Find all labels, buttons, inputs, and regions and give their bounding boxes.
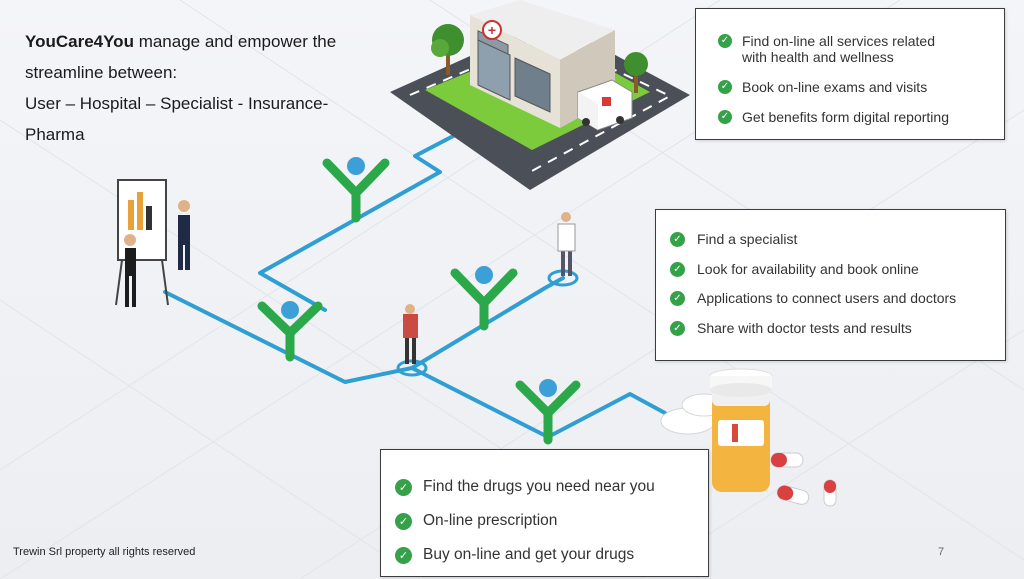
page-number: 7	[938, 546, 945, 558]
footer-copyright: Trewin Srl property all rights reserved	[13, 546, 196, 558]
figure-left	[257, 301, 323, 362]
figure-top	[322, 157, 390, 223]
intro-line-1: YouCare4You manage and empower the	[25, 26, 395, 57]
check-icon: ✓	[718, 110, 732, 124]
hospital-sign: +	[488, 22, 496, 38]
pharma-features-list: ✓ Find the drugs you need near you ✓ On-…	[381, 450, 708, 564]
intro-line-2: streamline between:	[25, 63, 178, 82]
feature-text: On-line prescription	[423, 512, 558, 529]
feature-text: Find the drugs you need near you	[423, 478, 655, 495]
ambulance-illustration	[577, 79, 633, 131]
feature-text: Find on-line all services related with h…	[742, 33, 935, 65]
intro-text: YouCare4You manage and empower the strea…	[25, 26, 395, 150]
list-item: ✓ Share with doctor tests and results	[670, 320, 995, 337]
feature-text: Get benefits form digital reporting	[742, 109, 949, 125]
check-icon: ✓	[670, 232, 685, 247]
list-item: ✓ Buy on-line and get your drugs	[395, 546, 698, 564]
tree-right	[624, 52, 648, 93]
feature-text: Buy on-line and get your drugs	[423, 546, 635, 563]
brand-name: YouCare4You	[25, 32, 134, 51]
list-item: ✓ Find the drugs you need near you	[395, 478, 698, 496]
check-icon: ✓	[670, 291, 685, 306]
check-icon: ✓	[670, 320, 685, 336]
list-item: ✓ Look for availability and book online	[670, 261, 995, 278]
list-item: ✓ On-line prescription	[395, 512, 698, 530]
check-icon: ✓	[395, 547, 412, 564]
list-item: ✓ Applications to connect users and doct…	[670, 290, 995, 307]
figure-bottom	[515, 379, 581, 445]
figure-middle	[450, 266, 518, 331]
hospital-features-list: ✓ Find on-line all services related with…	[696, 9, 1004, 125]
tree-left	[431, 24, 464, 75]
pharma-features-box: ✓ Find the drugs you need near you ✓ On-…	[380, 449, 709, 577]
list-item: ✓ Get benefits form digital reporting	[718, 109, 994, 125]
doctor-figure	[557, 212, 576, 276]
presentation-illustration	[115, 179, 190, 307]
hospital-illustration: +	[390, 0, 690, 190]
check-icon: ✓	[395, 479, 412, 496]
feature-text: Share with doctor tests and results	[697, 319, 912, 336]
hospital-features-box: ✓ Find on-line all services related with…	[695, 8, 1005, 140]
feature-text: Applications to connect users and doctor…	[697, 290, 957, 306]
intro-line-3: User – Hospital – Specialist - Insurance…	[25, 94, 329, 113]
list-item: ✓ Book on-line exams and visits	[718, 79, 994, 95]
check-icon: ✓	[395, 513, 412, 530]
feature-text: Find a specialist	[697, 231, 798, 247]
specialist-features-box: ✓ Find a specialist ✓ Look for availabil…	[655, 209, 1006, 361]
pharmacy-illustration	[660, 368, 837, 507]
intro-line-4: Pharma	[25, 125, 85, 144]
list-item: ✓ Find a specialist	[670, 231, 995, 248]
check-icon: ✓	[718, 80, 732, 94]
list-item: ✓ Find on-line all services related with…	[718, 33, 994, 65]
intro-text-1: manage and empower the	[138, 32, 337, 51]
feature-text: Look for availability and book online	[697, 260, 919, 277]
feature-text-line: Find on-line all services related	[742, 33, 935, 49]
connection-path	[163, 131, 667, 439]
check-icon: ✓	[670, 261, 685, 277]
person-red-shirt	[403, 304, 418, 364]
check-icon: ✓	[718, 34, 732, 48]
feature-text: Book on-line exams and visits	[742, 79, 928, 95]
feature-text-line: with health and wellness	[742, 49, 894, 65]
specialist-features-list: ✓ Find a specialist ✓ Look for availabil…	[656, 210, 1005, 337]
